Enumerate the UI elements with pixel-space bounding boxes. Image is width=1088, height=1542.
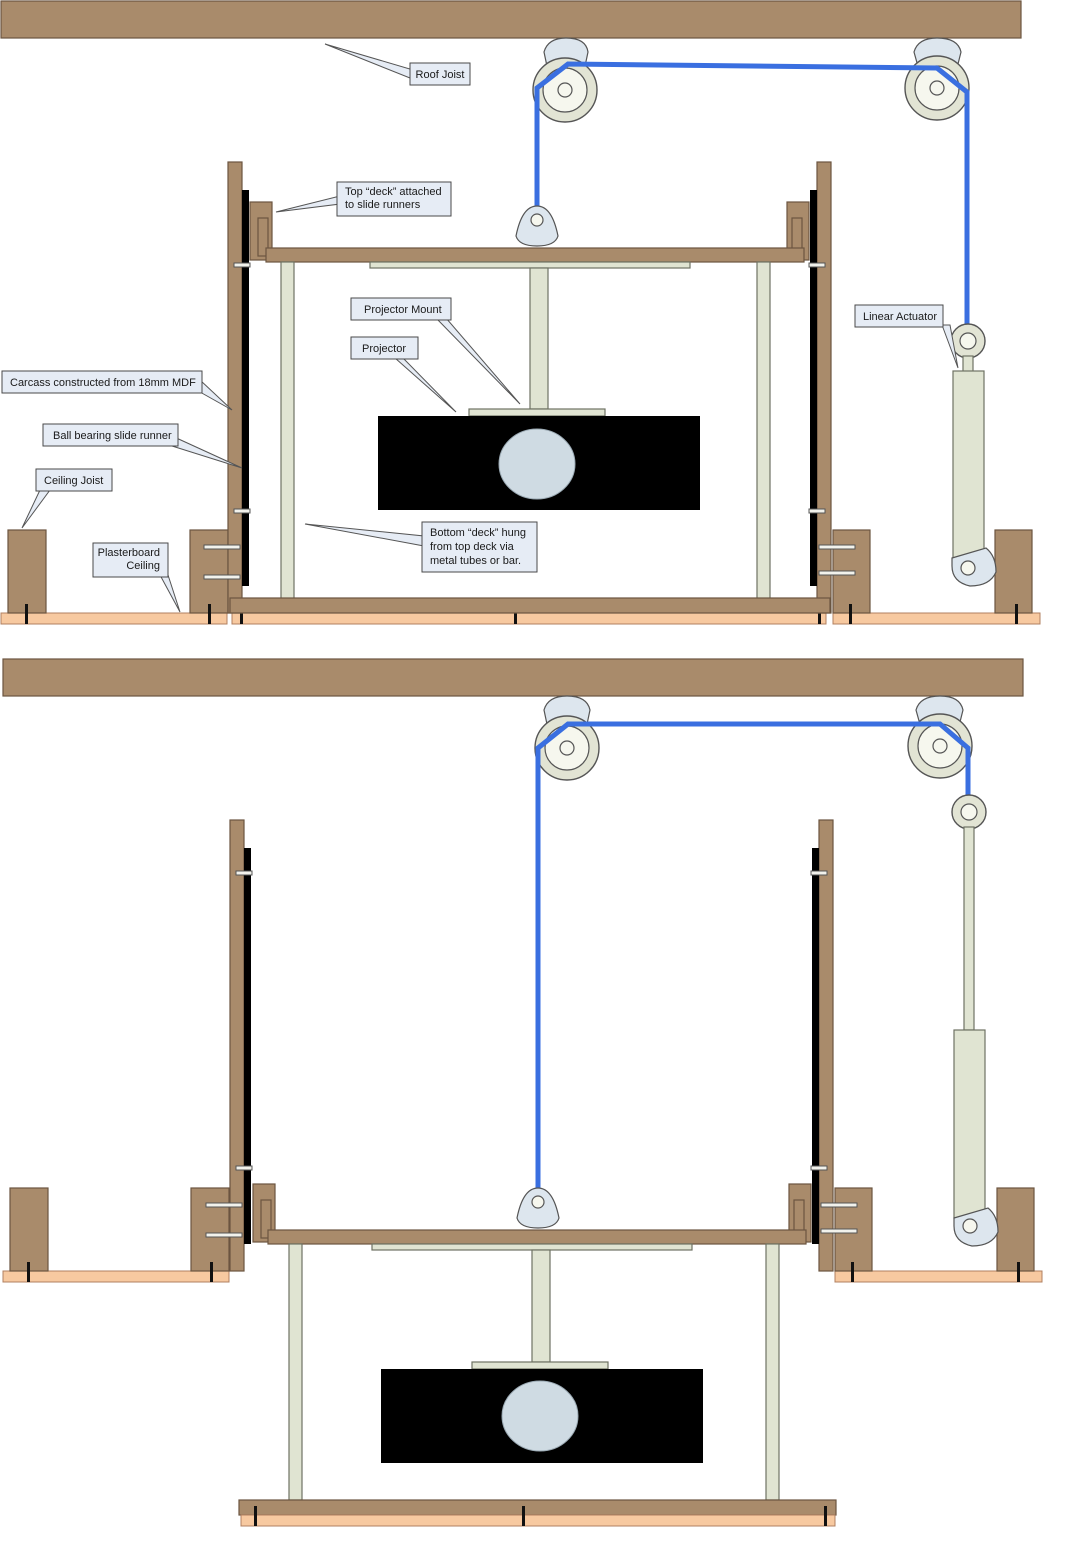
projector-mount-plate-2 <box>471 1361 609 1370</box>
deck-cable-bracket-2 <box>516 1187 560 1229</box>
ceiling-joist-left-outer-2 <box>9 1187 49 1272</box>
deployed-view <box>2 658 1043 1527</box>
bottom-deck-2 <box>238 1499 837 1516</box>
bracket-left-inner <box>257 217 269 257</box>
label-linear-actuator: Linear Actuator <box>863 311 937 323</box>
plasterboard-deck-2 <box>240 1514 836 1527</box>
callout-projector-mount: Projector Mount <box>350 297 521 405</box>
top-deck-2 <box>267 1229 807 1245</box>
plasterboard-screws-2 <box>27 1262 1020 1282</box>
callout-projector: Projector <box>350 336 457 413</box>
slide-runner-left-2 <box>244 848 251 1244</box>
top-deck <box>265 247 805 263</box>
callout-plasterboard: Plasterboard Ceiling <box>92 542 181 613</box>
plasterboard-screws <box>25 604 1018 624</box>
mount-plate-top <box>369 261 691 269</box>
ceiling-joist-right-outer <box>994 529 1033 614</box>
callout-carcass: Carcass constructed from 18mm MDF <box>1 370 233 411</box>
label-plasterboard-line1: Plasterboard <box>98 547 160 559</box>
slide-runner-right-2 <box>812 848 819 1244</box>
label-projector-mount: Projector Mount <box>364 304 442 316</box>
callout-top-deck: Top “deck” attached to slide runners <box>275 181 452 217</box>
projector-mount-pole <box>529 267 549 410</box>
hanger-tube-left-2 <box>288 1243 303 1501</box>
roof-joist-2 <box>2 658 1024 697</box>
label-top-deck-line2: to slide runners <box>345 199 421 211</box>
projector-lens-2 <box>501 1380 579 1452</box>
pulley-left-2 <box>534 695 600 781</box>
label-bottom-deck-line3: metal tubes or bar. <box>430 555 521 567</box>
carcass-bolts <box>203 262 856 580</box>
label-slide-runner: Ball bearing slide runner <box>53 430 172 442</box>
ceiling-joist-left-inner-2 <box>190 1187 230 1272</box>
callout-roof-joist: Roof Joist <box>324 43 471 86</box>
pulley-right <box>904 37 970 121</box>
carcass-bolts-2 <box>205 870 858 1238</box>
projector-mount-pole-2 <box>531 1249 551 1363</box>
linear-actuator-extended <box>951 794 999 1247</box>
callout-ceiling-joist: Ceiling Joist <box>21 468 113 529</box>
label-projector: Projector <box>362 343 406 355</box>
plasterboard-right-2 <box>834 1270 1043 1283</box>
roof-joist <box>0 0 1022 39</box>
plasterboard-deck <box>231 612 827 625</box>
callout-bottom-deck: Bottom “deck” hung from top deck via met… <box>304 521 538 573</box>
linear-actuator-retracted <box>950 323 997 587</box>
hanger-tube-left <box>280 261 295 600</box>
hanger-tube-right-2 <box>765 1243 780 1501</box>
label-bottom-deck-line1: Bottom “deck” hung <box>430 527 526 539</box>
slide-runner-left <box>242 190 249 586</box>
plasterboard-right <box>832 612 1041 625</box>
bracket-left-inner-2 <box>260 1199 272 1239</box>
mount-plate-top-2 <box>371 1243 693 1251</box>
label-bottom-deck-line2: from top deck via <box>430 541 515 553</box>
callout-linear-actuator: Linear Actuator <box>854 304 959 369</box>
ceiling-joist-right-outer-2 <box>996 1187 1035 1272</box>
pulley-left <box>532 37 598 123</box>
deck-cable-bracket <box>515 205 559 247</box>
pulley-right-2 <box>907 695 973 779</box>
callout-slide-runner: Ball bearing slide runner <box>42 423 243 469</box>
plasterboard-left <box>0 612 228 625</box>
label-ceiling-joist: Ceiling Joist <box>44 475 103 487</box>
lift-cable-2 <box>535 721 971 1203</box>
label-roof-joist: Roof Joist <box>416 69 465 81</box>
plasterboard-left-2 <box>2 1270 230 1283</box>
projector-lens <box>498 428 576 500</box>
ceiling-joist-left-outer <box>7 529 47 614</box>
deck-screws-2 <box>254 1506 827 1526</box>
label-plasterboard-line2: Ceiling <box>126 560 160 572</box>
lift-cable <box>534 61 970 341</box>
ceiling-joist-left-inner <box>189 529 229 614</box>
label-carcass: Carcass constructed from 18mm MDF <box>10 377 196 389</box>
bottom-deck <box>229 597 831 614</box>
slide-runner-right <box>810 190 817 586</box>
projector-mount-plate <box>468 408 606 417</box>
label-top-deck-line1: Top “deck” attached <box>345 186 442 198</box>
retracted-view: Roof Joist Top “deck” attached to slide … <box>0 0 1041 625</box>
hanger-tube-right <box>756 261 771 600</box>
